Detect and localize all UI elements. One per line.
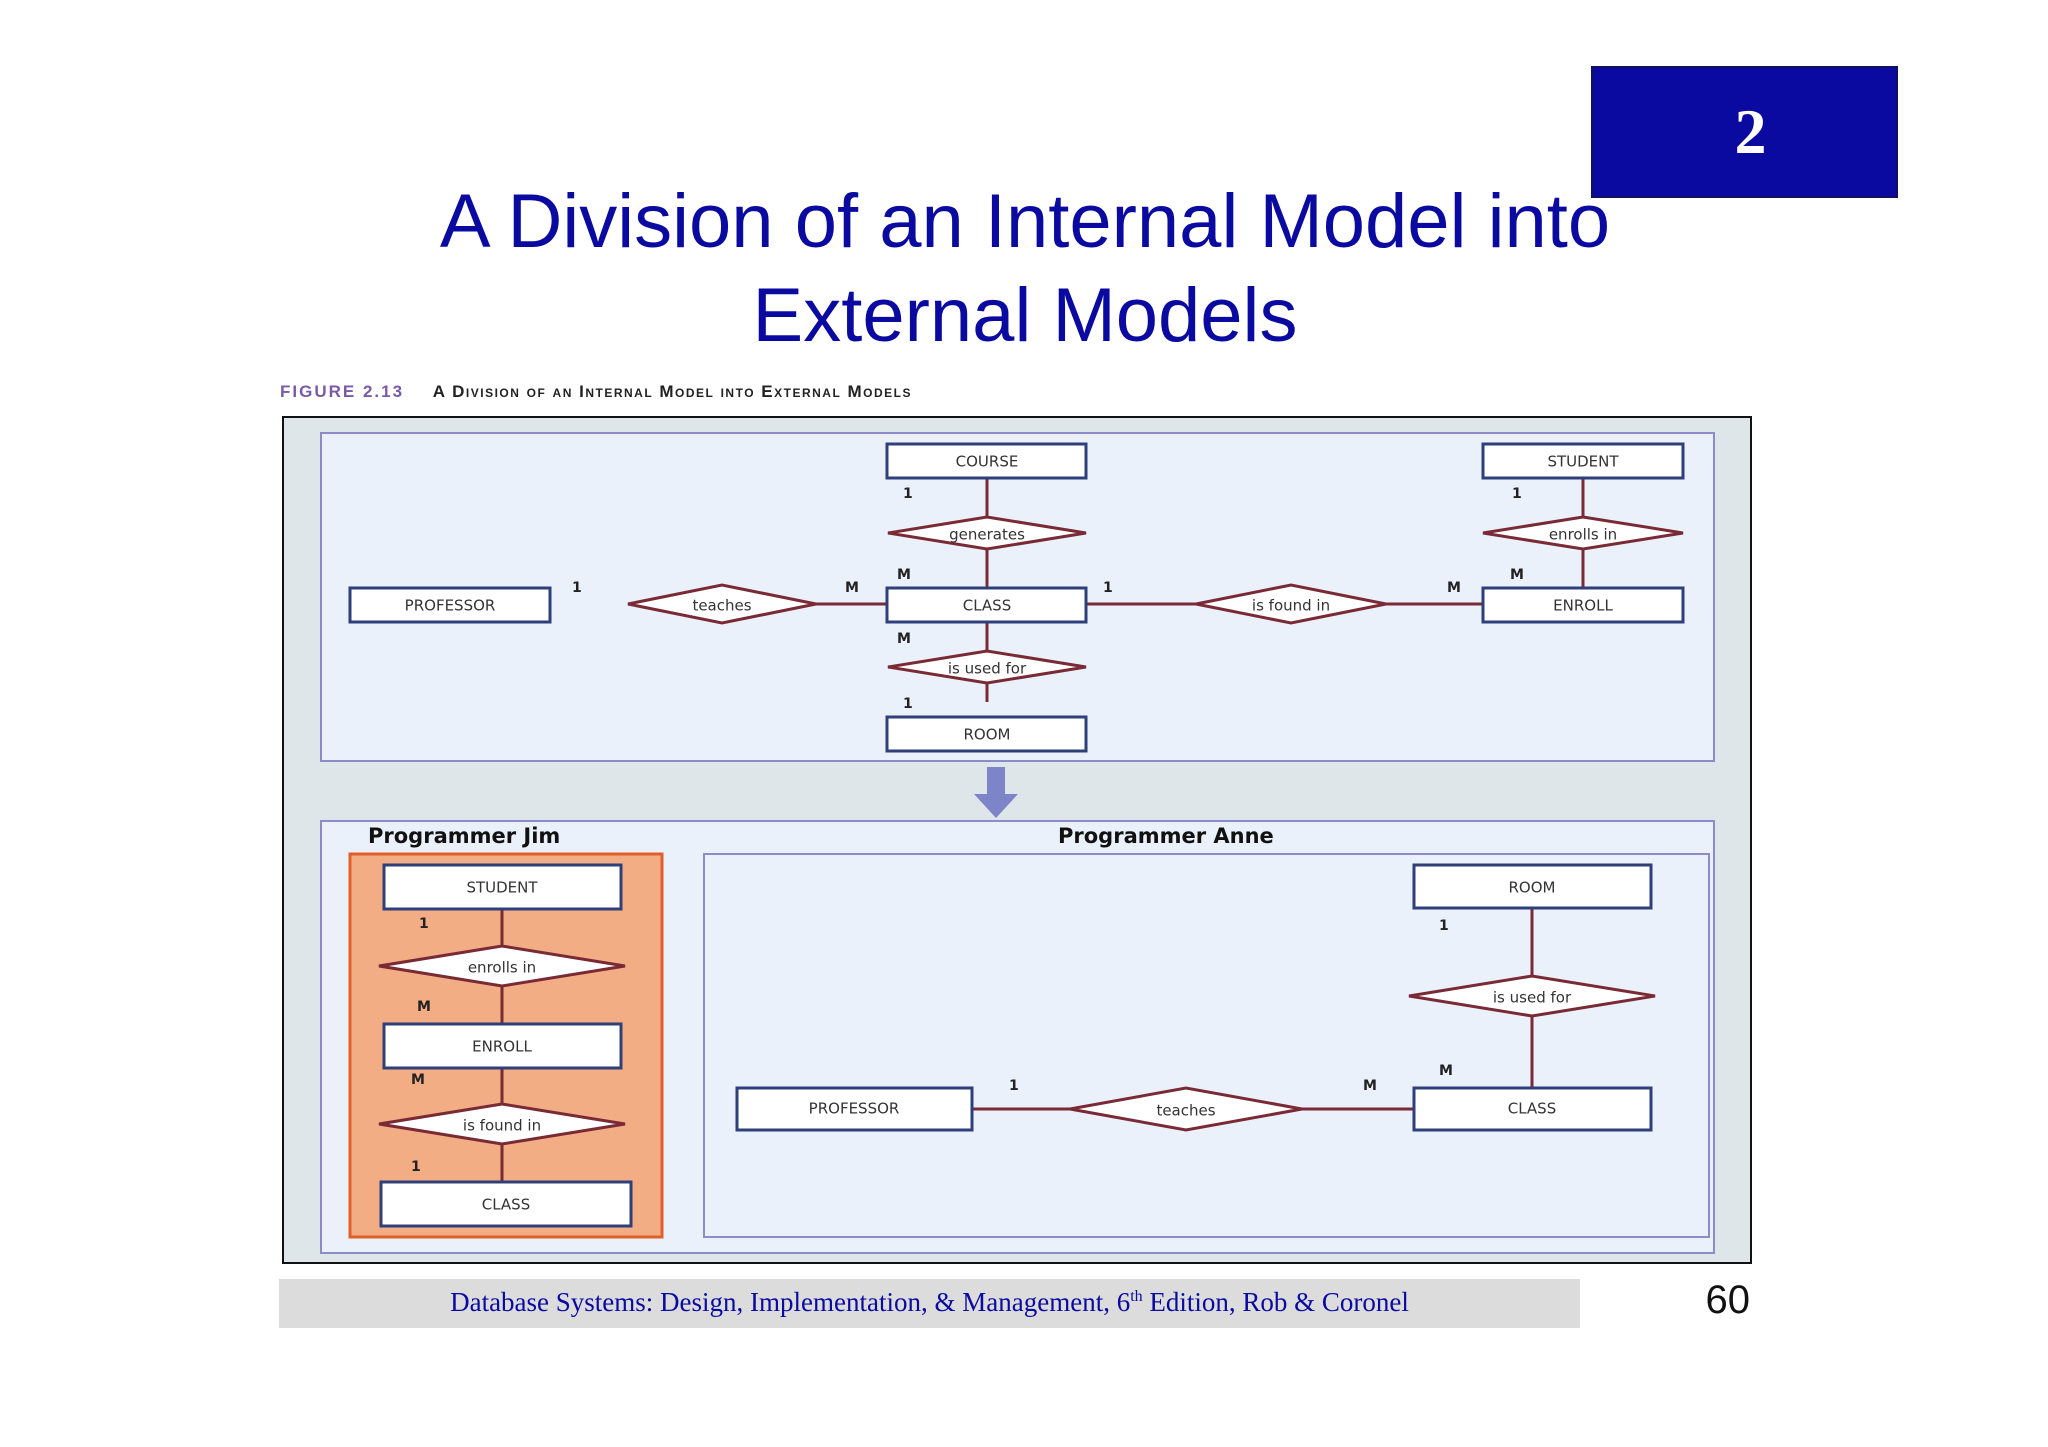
anne-card-teaches-class: M — [1363, 1078, 1377, 1094]
footer-text-sup: th — [1130, 1288, 1143, 1305]
chapter-badge: 2 — [1591, 66, 1898, 198]
jim-entity-class: CLASS — [379, 1180, 633, 1228]
svg-text:enrolls in: enrolls in — [1549, 526, 1617, 544]
footer-bar — [279, 1279, 1580, 1328]
svg-text:STUDENT: STUDENT — [1547, 453, 1619, 471]
svg-text:enrolls in: enrolls in — [468, 959, 536, 977]
jim-entity-enroll: ENROLL — [382, 1022, 623, 1070]
jim-entity-student: STUDENT — [382, 863, 623, 911]
card-enrolls-enroll: M — [1510, 567, 1524, 583]
relationship-teaches: teaches — [627, 583, 817, 625]
jim-card-student-enrolls: 1 — [419, 916, 429, 932]
svg-text:CLASS: CLASS — [1508, 1100, 1556, 1118]
entity-course: COURSE — [885, 442, 1088, 480]
programmer-anne-label: Programmer Anne — [1058, 824, 1274, 848]
entity-enroll: ENROLL — [1481, 586, 1685, 624]
card-found-enroll: M — [1447, 580, 1461, 596]
card-course-generates: 1 — [903, 486, 913, 502]
jim-card-enroll-found: M — [411, 1072, 425, 1088]
svg-text:PROFESSOR: PROFESSOR — [809, 1100, 900, 1118]
slide-title: A Division of an Internal Model into Ext… — [300, 175, 1750, 363]
entity-student: STUDENT — [1481, 442, 1685, 480]
anne-card-professor-teaches: 1 — [1009, 1078, 1019, 1094]
footer-citation: Database Systems: Design, Implementation… — [279, 1287, 1580, 1318]
title-line-2: External Models — [752, 273, 1298, 358]
programmer-jim-label: Programmer Jim — [368, 824, 560, 848]
card-teaches-class: M — [845, 580, 859, 596]
card-class-used: M — [897, 631, 911, 647]
entity-class: CLASS — [885, 586, 1088, 624]
jim-card-found-class: 1 — [411, 1159, 421, 1175]
figure-number: FIGURE 2.13 — [280, 382, 405, 401]
footer-text-post: Edition, Rob & Coronel — [1142, 1287, 1409, 1317]
relationship-generates: generates — [887, 515, 1087, 551]
card-generates-class: M — [897, 567, 911, 583]
page-number: 60 — [1705, 1278, 1751, 1322]
svg-text:generates: generates — [949, 526, 1025, 544]
jim-card-enrolls-enroll: M — [417, 999, 431, 1015]
down-arrow-icon — [974, 767, 1018, 818]
anne-entity-class: CLASS — [1412, 1086, 1653, 1132]
relationship-is-used-for: is used for — [887, 649, 1087, 685]
relationship-is-found-in: is found in — [1195, 583, 1387, 625]
svg-text:ENROLL: ENROLL — [1553, 597, 1613, 615]
card-used-room: 1 — [903, 696, 913, 712]
svg-text:ENROLL: ENROLL — [472, 1038, 532, 1056]
jim-relationship-enrolls-in: enrolls in — [378, 944, 626, 988]
anne-panel — [703, 853, 1710, 1238]
svg-text:teaches: teaches — [692, 597, 751, 615]
entity-room: ROOM — [885, 715, 1088, 753]
card-student-enrolls: 1 — [1512, 486, 1522, 502]
svg-text:is used for: is used for — [1493, 989, 1572, 1007]
card-class-found: 1 — [1103, 580, 1113, 596]
svg-text:STUDENT: STUDENT — [466, 879, 538, 897]
entity-professor: PROFESSOR — [348, 586, 552, 624]
svg-text:COURSE: COURSE — [956, 453, 1019, 471]
anne-relationship-teaches: teaches — [1069, 1086, 1303, 1132]
er-diagram: COURSE STUDENT PROFESSOR CLASS ENROLL RO… — [282, 416, 1752, 1264]
footer-text-pre: Database Systems: Design, Implementation… — [450, 1287, 1131, 1317]
anne-relationship-is-used-for: is used for — [1408, 974, 1656, 1018]
svg-text:is used for: is used for — [948, 660, 1027, 678]
svg-text:is found in: is found in — [463, 1117, 541, 1135]
card-professor-teaches: 1 — [572, 580, 582, 596]
figure-caption: FIGURE 2.13 A Division of an Internal Mo… — [280, 382, 912, 402]
svg-text:CLASS: CLASS — [963, 597, 1011, 615]
jim-relationship-is-found-in: is found in — [378, 1102, 626, 1146]
anne-card-used-class: M — [1439, 1063, 1453, 1079]
anne-card-room-used: 1 — [1439, 918, 1449, 934]
svg-text:ROOM: ROOM — [964, 726, 1011, 744]
svg-text:PROFESSOR: PROFESSOR — [405, 597, 496, 615]
figure-caption-text: A Division of an Internal Model into Ext… — [432, 382, 912, 401]
anne-entity-room: ROOM — [1412, 863, 1653, 910]
anne-entity-professor: PROFESSOR — [735, 1086, 974, 1132]
svg-text:is found in: is found in — [1252, 597, 1330, 615]
svg-text:ROOM: ROOM — [1509, 879, 1556, 897]
svg-text:teaches: teaches — [1156, 1102, 1215, 1120]
title-line-1: A Division of an Internal Model into — [439, 179, 1611, 264]
svg-text:CLASS: CLASS — [482, 1196, 530, 1214]
relationship-enrolls-in: enrolls in — [1482, 515, 1684, 551]
